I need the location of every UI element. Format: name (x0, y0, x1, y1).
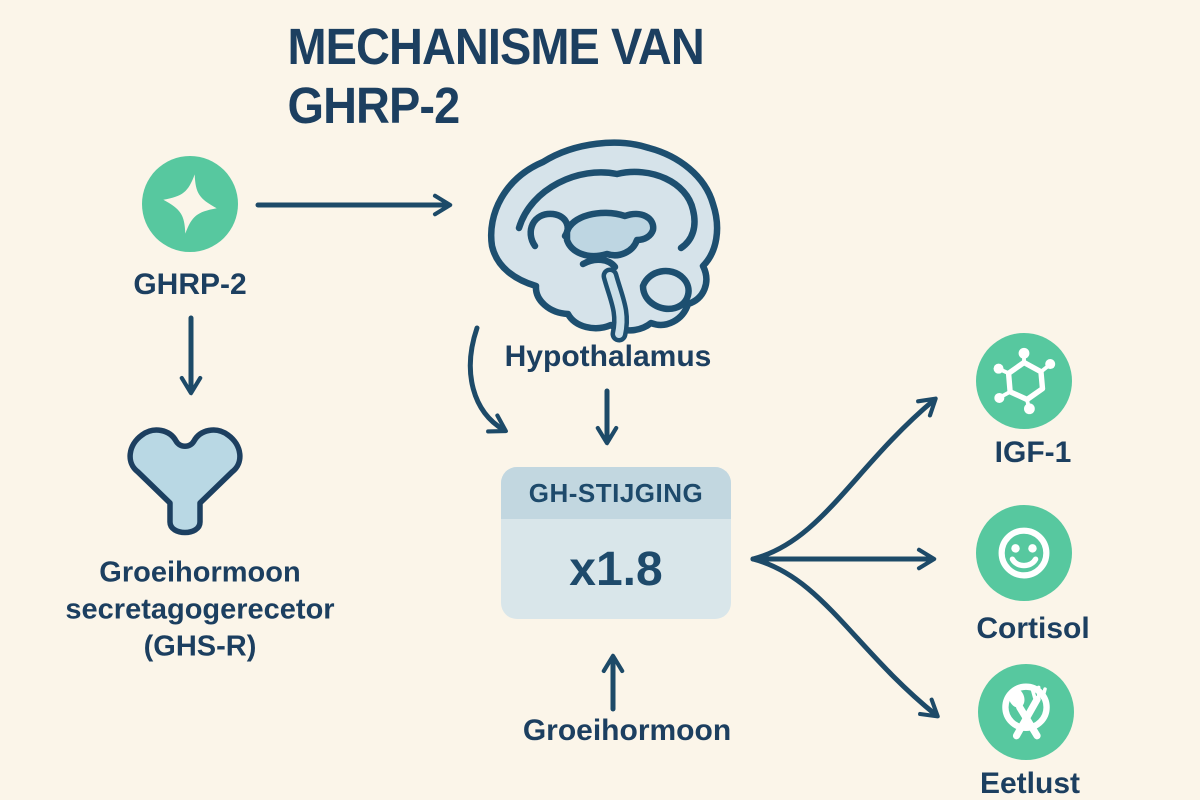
sparkle-icon (163, 174, 217, 234)
arrow-box-to-igf1 (750, 396, 938, 562)
utensils-icon (1002, 683, 1050, 740)
brain-fold-line (515, 168, 698, 252)
brain-hypothalamus-curve (579, 256, 619, 271)
brain-cerebellum (639, 267, 692, 313)
arrow-box-to-eetlust (750, 556, 940, 719)
y-receptor-shape (127, 427, 243, 536)
receptor-label: Groeihormoon secretagogerecetor (GHS-R) (10, 555, 390, 666)
gh-rise-box: GH-STIJGING x1.8 (501, 467, 731, 619)
groeihormoon-label: Groeihormoon (522, 714, 732, 747)
molecule-icon (993, 347, 1056, 415)
igf1-node (976, 333, 1072, 429)
fork-tine (1040, 687, 1047, 700)
eetlust-node (978, 664, 1074, 760)
smiley-face-outline (998, 527, 1050, 579)
page-title: MECHANISME VAN GHRP-2 (287, 18, 705, 134)
gh-rise-box-value: x1.8 (569, 542, 663, 596)
molecule-ring (1005, 359, 1046, 403)
brain-stem-fill (606, 272, 625, 338)
arrow-brain-to-box-curved (467, 325, 508, 434)
plate-outline (1002, 683, 1050, 731)
cortisol-node (976, 505, 1072, 601)
cortisol-label: Cortisol (976, 612, 1090, 645)
igf1-label: IGF-1 (994, 436, 1072, 469)
spoon-head (1008, 687, 1025, 708)
receptor-label-line2: secretagogerecetor (65, 593, 335, 626)
smiley-smile (1009, 556, 1039, 569)
fork-handle (1012, 695, 1041, 740)
hypothalamus-label: Hypothalamus (504, 340, 712, 373)
ghrp2-node (142, 156, 238, 252)
eetlust-label: Eetlust (979, 767, 1081, 800)
ghrp2-label: GHRP-2 (133, 268, 247, 301)
fork-tine (1030, 687, 1037, 700)
receptor-label-line3: (GHS-R) (143, 630, 257, 663)
y-receptor-icon (127, 427, 243, 536)
receptor-label-line1: Groeihormoon (99, 556, 301, 589)
brain-thalamus-blob (563, 209, 657, 260)
gh-rise-box-header: GH-STIJGING (501, 467, 731, 519)
smiley-icon (998, 527, 1050, 579)
brain-icon (487, 139, 721, 343)
